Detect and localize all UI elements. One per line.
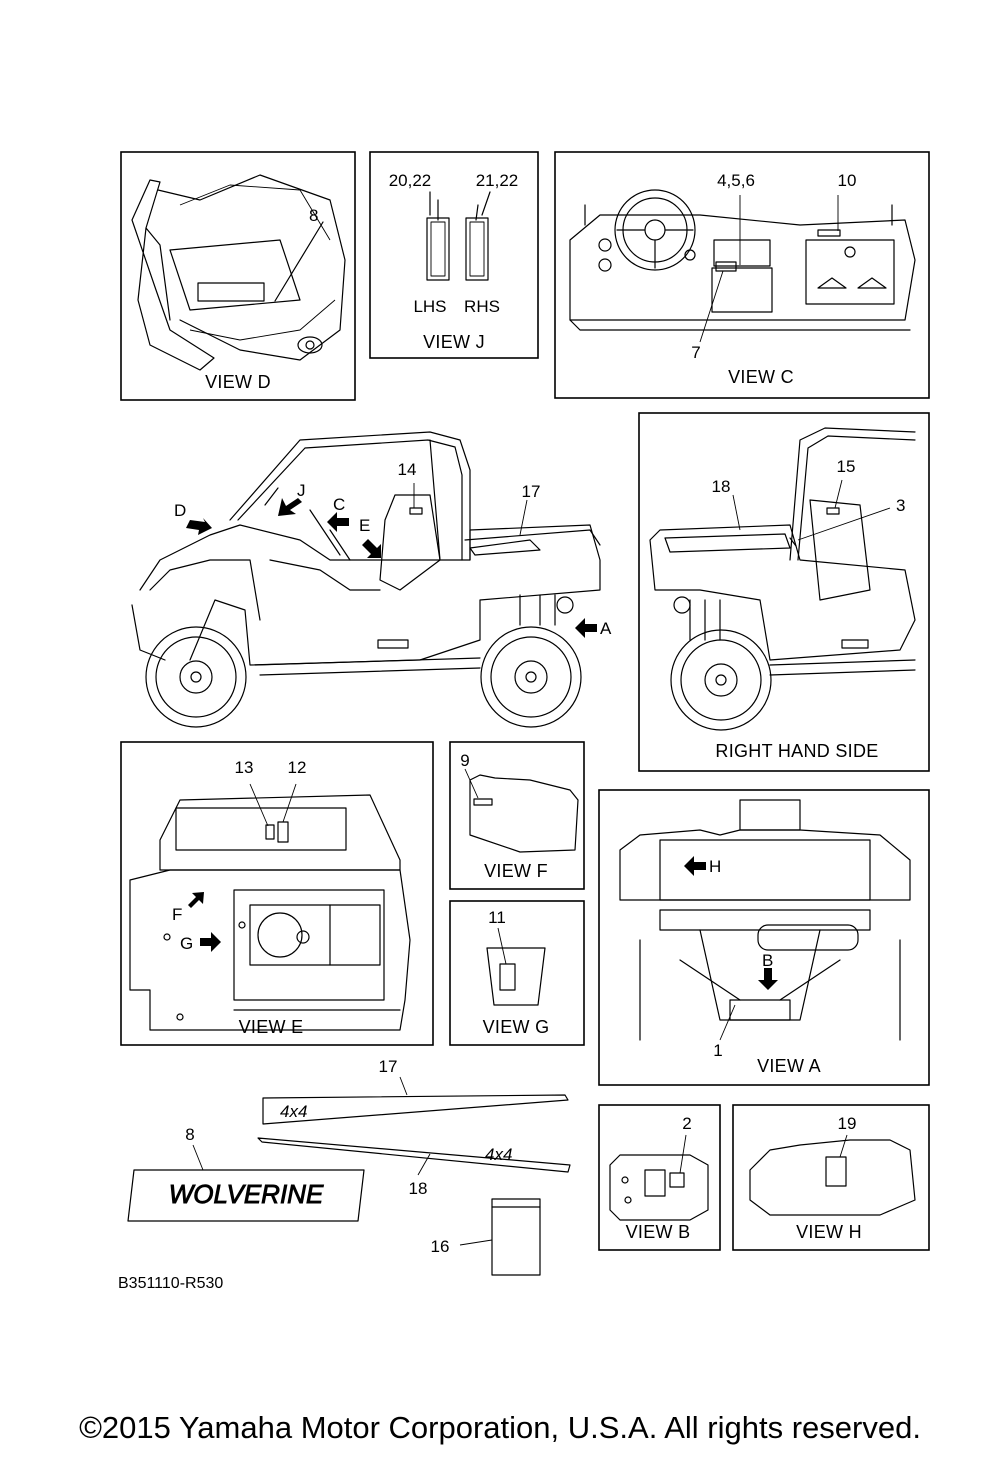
arrow-b-label: B — [762, 951, 773, 970]
arrow-c — [327, 512, 349, 532]
view-d-title: VIEW D — [205, 372, 271, 392]
view-j-drawing — [426, 191, 491, 281]
rhs-drawing — [649, 427, 916, 731]
view-h-drawing — [749, 1134, 916, 1216]
arrow-j — [278, 498, 302, 516]
arrow-e — [362, 539, 381, 558]
view-g-drawing — [486, 927, 546, 1006]
callout-8-part: 8 — [185, 1125, 194, 1144]
view-h-title: VIEW H — [796, 1222, 862, 1242]
callout-18-rhs: 18 — [712, 477, 731, 496]
callout-20-22: 20,22 — [389, 171, 432, 190]
arrow-a-label: A — [600, 619, 612, 638]
view-c-panel: 4,5,6 10 7 VIEW C — [554, 151, 930, 399]
callout-1: 1 — [713, 1041, 722, 1060]
arrow-j-label: J — [297, 481, 306, 500]
callout-21-22: 21,22 — [476, 171, 519, 190]
callout-14: 14 — [398, 460, 417, 479]
callout-9: 9 — [460, 751, 469, 770]
view-e-title: VIEW E — [239, 1017, 304, 1037]
arrow-h-label: H — [709, 857, 721, 876]
decal-18: 4x4 — [257, 1137, 571, 1176]
main-vehicle-view: D J C E A 14 17 — [131, 431, 612, 728]
decal-8-wolverine-text: WOLVERINE — [169, 1179, 324, 1209]
callout-2: 2 — [682, 1114, 691, 1133]
callout-3: 3 — [896, 496, 905, 515]
view-e-drawing — [129, 783, 411, 1031]
view-h-panel: 19 VIEW H — [732, 1104, 930, 1251]
callout-4-5-6: 4,5,6 — [717, 171, 755, 190]
arrow-f-label: F — [172, 905, 182, 924]
callout-10: 10 — [838, 171, 857, 190]
callout-19: 19 — [838, 1114, 857, 1133]
view-a-drawing — [619, 799, 911, 1041]
view-c-title: VIEW C — [728, 367, 794, 387]
callout-17-vehicle: 17 — [522, 482, 541, 501]
arrow-a — [575, 618, 597, 638]
callout-7: 7 — [691, 343, 700, 362]
label-16 — [459, 1198, 541, 1276]
callout-8-view-d: 8 — [309, 206, 318, 225]
view-j-panel: 20,22 21,22 LHS RHS VIEW J — [369, 151, 539, 359]
view-f-panel: 9 VIEW F — [449, 741, 585, 890]
view-e-panel: 13 12 F G VIEW E — [120, 741, 434, 1046]
arrow-g-label: G — [180, 934, 193, 953]
lhs-label: LHS — [413, 297, 446, 316]
arrow-d — [186, 518, 212, 535]
view-b-title: VIEW B — [626, 1222, 691, 1242]
decal-18-badge: 4x4 — [485, 1145, 512, 1164]
callout-17-part: 17 — [379, 1057, 398, 1076]
callout-15: 15 — [837, 457, 856, 476]
arrow-f — [188, 892, 204, 908]
arrow-e-label: E — [359, 516, 370, 535]
view-f-drawing — [464, 768, 579, 853]
view-g-title: VIEW G — [483, 1017, 550, 1037]
right-hand-side-panel: 18 15 3 RIGHT HAND SIDE — [638, 412, 930, 772]
arrow-c-label: C — [333, 495, 345, 514]
decal-8-wolverine: WOLVERINE — [127, 1144, 365, 1222]
view-d-panel: 8 VIEW D — [120, 151, 356, 401]
arrow-g — [200, 932, 221, 952]
decal-17: 4x4 — [262, 1076, 569, 1125]
diagram-code: B351110-R530 — [118, 1275, 223, 1292]
view-j-title: VIEW J — [423, 332, 485, 352]
arrow-h — [684, 856, 706, 876]
view-d-drawing — [131, 174, 346, 371]
rhs-label: RHS — [464, 297, 500, 316]
view-c-drawing — [569, 189, 916, 343]
arrow-d-label: D — [174, 501, 186, 520]
decal-17-badge: 4x4 — [280, 1102, 307, 1121]
view-g-panel: 11 VIEW G — [449, 900, 585, 1046]
callout-16: 16 — [431, 1237, 450, 1256]
callout-11: 11 — [488, 908, 506, 927]
arrow-b — [758, 968, 778, 990]
view-f-title: VIEW F — [484, 861, 548, 881]
view-a-panel: H B 1 VIEW A — [598, 789, 930, 1086]
callout-13: 13 — [235, 758, 254, 777]
view-b-panel: 2 VIEW B — [598, 1104, 721, 1251]
copyright-notice: ©2015 Yamaha Motor Corporation, U.S.A. A… — [79, 1410, 921, 1445]
vehicle-left-drawing — [131, 431, 601, 728]
rhs-title: RIGHT HAND SIDE — [715, 741, 878, 761]
view-a-title: VIEW A — [757, 1056, 821, 1076]
callout-18-part: 18 — [409, 1179, 428, 1198]
view-b-drawing — [609, 1134, 709, 1221]
callout-12: 12 — [288, 758, 307, 777]
